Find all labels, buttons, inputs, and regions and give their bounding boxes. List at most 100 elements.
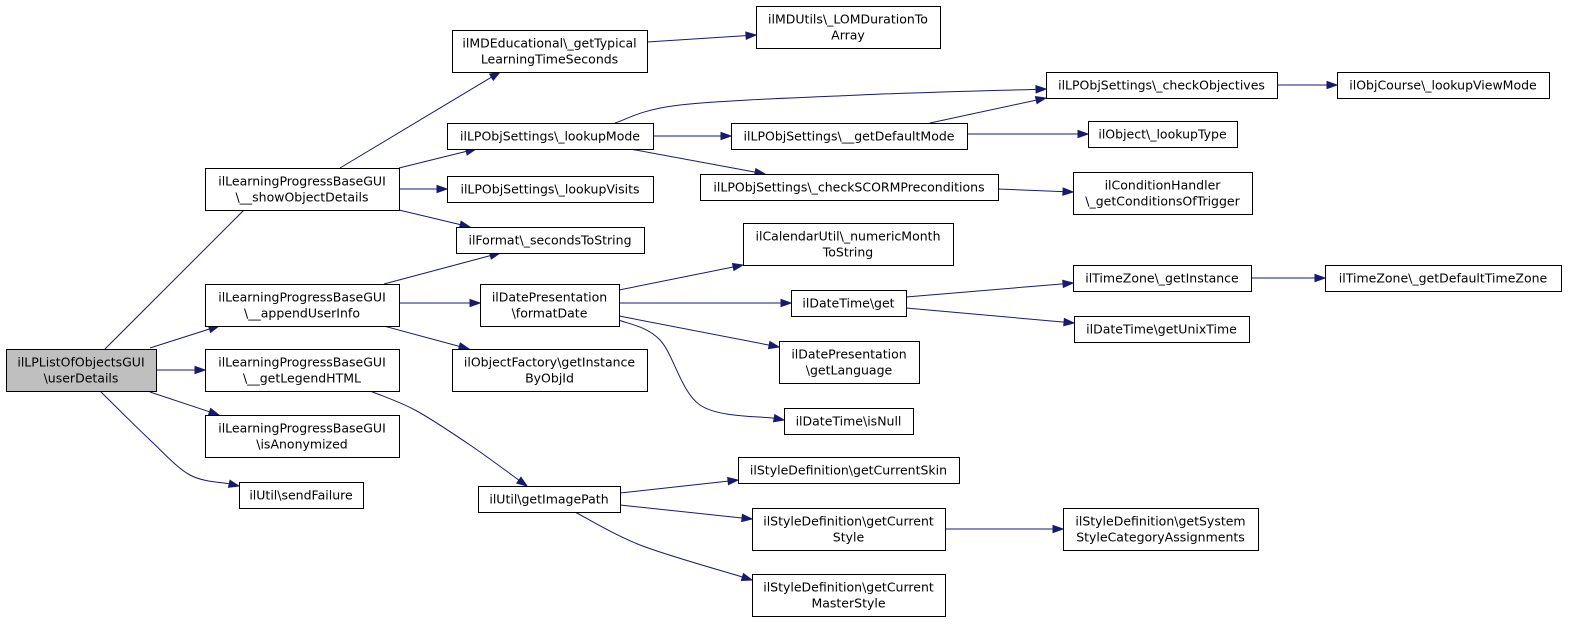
node-label: ilObjectFactory\getInstance [464,355,636,370]
arrowhead-icon [488,71,502,82]
edge-line [618,266,734,291]
node-label: MasterStyle [811,596,885,611]
node-box [784,408,914,435]
node-label: ilDateTime\isNull [796,414,902,429]
edge-line [618,315,770,346]
node-label: ilLearningProgressBaseGUI [218,421,386,436]
node-box [779,341,920,384]
node-box [752,574,946,617]
edge-line [618,319,775,419]
node-label: ilDateTime\getUnixTime [1086,322,1237,337]
edge-showObj-to-secToStr [398,209,472,229]
edge-line [379,324,460,347]
node-getLang[interactable]: ilDatePresentation\getLanguage [779,341,920,384]
node-label: Style [833,530,865,545]
node-label: ilDatePresentation [492,290,607,305]
node-box [205,168,400,211]
node-label: ToString [822,245,873,260]
node-scormPre[interactable]: ilLPObjSettings\_checkSCORMPreconditions [700,174,999,201]
node-appendUser[interactable]: ilLearningProgressBaseGUI\__appendUserIn… [205,284,400,327]
node-label: ilCalendarUtil\_numericMonth [756,229,941,244]
node-label: \__appendUserInfo [244,306,360,321]
edge-line [149,391,210,413]
arrowhead-icon [457,342,471,351]
node-label: ilLearningProgressBaseGUI [218,355,386,370]
node-tzInst[interactable]: ilTimeZone\_getInstance [1073,265,1252,292]
edge-root-to-appendUser [149,325,221,349]
node-anon[interactable]: ilLearningProgressBaseGUI\isAnonymized [205,415,400,458]
node-box [239,482,364,509]
edge-appendUser-to-objFactory [379,324,471,351]
node-imagePath[interactable]: ilUtil\getImagePath [478,486,621,513]
arrowhead-icon [194,365,207,375]
node-formatDate[interactable]: ilDatePresentation\formatDate [480,284,620,327]
node-label: ilStyleDefinition\getCurrent [763,580,934,595]
node-secToStr[interactable]: ilFormat\_secondsToString [456,227,645,254]
edge-imagePath-to-curStyle [619,504,754,523]
node-label: StyleCategoryAssignments [1076,530,1245,545]
edge-checkObj-to-viewMode [1277,80,1339,90]
node-label: ilUtil\sendFailure [249,488,353,503]
node-dtGet[interactable]: ilDateTime\get [791,290,907,317]
edge-line [104,188,266,350]
arrowhead-icon [731,262,745,272]
node-defTZ[interactable]: ilTimeZone\_getDefaultTimeZone [1325,265,1562,292]
node-lookupType[interactable]: ilObject\_lookupType [1088,121,1238,148]
node-viewMode[interactable]: ilObjCourse\_lookupViewMode [1337,72,1550,99]
node-label: \userDetails [44,371,119,386]
node-isNull[interactable]: ilDateTime\isNull [784,408,914,435]
arrowhead-icon [1035,85,1048,94]
node-lookupVisits[interactable]: ilLPObjSettings\_lookupVisits [447,176,654,203]
node-box [1073,172,1253,215]
edge-scormPre-to-condHandler [997,187,1075,196]
node-sendFailure[interactable]: ilUtil\sendFailure [239,482,364,509]
node-label: \__getLegendHTML [243,371,361,386]
edge-defaultMode-to-checkObj [929,95,1048,124]
node-label: ilLPListOfObjectsGUI [17,355,144,370]
node-label: ByObjId [525,371,574,386]
arrowhead-icon [780,298,793,308]
edge-line [614,88,1037,124]
node-sysStyle[interactable]: ilStyleDefinition\getSystemStyleCategory… [1063,508,1259,551]
node-label: ilLPObjSettings\_lookupVisits [460,182,639,197]
node-label: ilLPObjSettings\__getDefaultMode [744,129,955,144]
node-lookupMode[interactable]: ilLPObjSettings\_lookupMode [447,123,654,150]
arrowhead-icon [1062,187,1075,196]
node-label: ilUtil\getImagePath [489,492,608,507]
node-curSkin[interactable]: ilStyleDefinition\getCurrentSkin [738,457,960,484]
node-root[interactable]: ilLPListOfObjectsGUI\userDetails [6,349,157,392]
edge-mdEdu-to-lomDur [646,31,758,43]
edge-curStyle-to-sysStyle [945,524,1065,534]
node-defaultMode[interactable]: ilLPObjSettings\__getDefaultMode [731,123,968,150]
node-label: ilStyleDefinition\getCurrent [763,514,934,529]
node-checkObj[interactable]: ilLPObjSettings\_checkObjectives [1046,72,1278,99]
edge-showObj-to-lookupVisits [399,184,449,194]
node-showObj[interactable]: ilLearningProgressBaseGUI\__showObjectDe… [205,168,400,211]
node-box [6,349,157,392]
node-box [738,457,960,484]
edge-appendUser-to-formatDate [399,298,482,308]
node-legend[interactable]: ilLearningProgressBaseGUI\__getLegendHTM… [205,349,400,392]
node-mdEdu[interactable]: ilMDEducational\_getTypicalLearningTimeS… [452,30,648,73]
edge-line [619,504,743,519]
node-box [205,415,400,458]
node-box [452,349,648,392]
node-box [756,6,941,49]
node-label: ilTimeZone\_getInstance [1085,271,1239,286]
arrowhead-icon [227,479,241,488]
edge-root-to-sendFailure [99,390,241,488]
edge-lookupMode-to-scormPre [629,148,767,177]
node-condHandler[interactable]: ilConditionHandler\_getConditionsOfTrigg… [1073,172,1253,215]
node-label: ilDatePresentation [791,347,906,362]
arrowhead-icon [1077,129,1090,139]
node-label: ilStyleDefinition\getSystem [1075,514,1245,529]
node-unixTime[interactable]: ilDateTime\getUnixTime [1074,316,1250,343]
edge-legend-to-imagePath [369,390,529,487]
arrowhead-icon [727,476,740,486]
